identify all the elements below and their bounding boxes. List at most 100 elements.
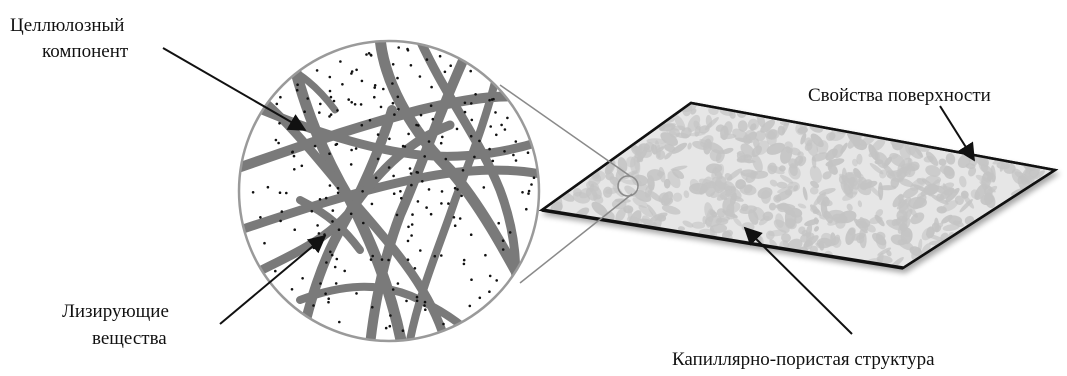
particle-dot (361, 80, 364, 83)
particle-dot (337, 187, 340, 190)
particle-dot (410, 184, 413, 187)
particle-dot (371, 306, 374, 309)
particle-dot (259, 216, 262, 219)
particle-dot (324, 292, 327, 295)
particle-dot (338, 228, 341, 231)
particle-dot (419, 75, 422, 78)
particle-dot (319, 103, 322, 106)
particle-dot (430, 213, 433, 216)
particle-dot (331, 220, 334, 223)
particle-dot (347, 98, 350, 101)
particle-dot (430, 104, 433, 107)
particle-dot (334, 266, 337, 269)
particle-dot (388, 166, 391, 169)
particle-dot (296, 83, 299, 86)
particle-dot (312, 304, 315, 307)
particle-dot (293, 168, 296, 171)
particle-dot (434, 255, 437, 258)
particle-dot (459, 217, 462, 220)
particle-dot (512, 154, 515, 157)
particle-dot (502, 239, 505, 242)
particle-dot (328, 152, 331, 155)
lysing-label-line1: Лизирующие (62, 301, 169, 322)
particle-dot (371, 203, 374, 206)
particle-dot (483, 186, 486, 189)
particle-dot (426, 58, 429, 61)
particle-dot (396, 77, 399, 80)
particle-dot (454, 187, 457, 190)
particle-dot (350, 101, 353, 104)
particle-dot (407, 133, 410, 136)
particle-dot (449, 64, 452, 67)
particle-dot (533, 176, 536, 179)
particle-dot (397, 46, 400, 49)
particle-dot (389, 325, 392, 328)
particle-dot (530, 183, 533, 186)
particle-dot (311, 210, 314, 213)
particle-dot (350, 149, 353, 152)
particle-dot (350, 163, 353, 166)
particle-dot (382, 88, 385, 91)
particle-dot (350, 213, 353, 216)
particle-dot (336, 258, 339, 261)
particle-dot (318, 232, 321, 235)
particle-dot (355, 69, 358, 72)
particle-dot (415, 124, 418, 127)
particle-dot (397, 96, 400, 99)
particle-dot (463, 259, 466, 262)
particle-dot (388, 138, 391, 141)
particle-dot (377, 158, 380, 161)
particle-dot (391, 82, 394, 85)
particle-dot (393, 113, 396, 116)
capillary-label: Капиллярно-пористая структура (672, 349, 935, 370)
particle-dot (407, 226, 410, 229)
particle-dot (281, 210, 284, 213)
particle-dot (407, 240, 410, 243)
particle-dot (291, 151, 294, 154)
particle-dot (361, 124, 364, 127)
particle-dot (527, 151, 530, 154)
particle-dot (525, 208, 528, 211)
particle-dot (463, 263, 466, 266)
particle-dot (424, 308, 427, 311)
particle-dot (392, 102, 395, 105)
particle-dot (355, 147, 358, 150)
particle-dot (456, 128, 459, 131)
particle-dot (444, 71, 447, 74)
particle-dot (423, 155, 426, 158)
particle-dot (473, 156, 476, 159)
particle-dot (447, 202, 450, 205)
particle-dot (341, 83, 344, 86)
particle-dot (275, 139, 278, 142)
particle-dot (464, 102, 467, 105)
particle-dot (392, 175, 395, 178)
particle-dot (416, 171, 419, 174)
particle-dot (351, 70, 354, 73)
particle-dot (336, 143, 339, 146)
particle-dot (462, 169, 465, 172)
particle-dot (464, 111, 467, 114)
particle-dot (328, 115, 331, 118)
particle-dot (489, 275, 492, 278)
particle-dot (369, 119, 372, 122)
particle-dot (380, 106, 383, 109)
particle-dot (293, 228, 296, 231)
particle-dot (392, 63, 395, 66)
particle-dot (332, 209, 335, 212)
particle-dot (432, 118, 435, 121)
particle-dot (263, 242, 266, 245)
particle-dot (370, 258, 373, 261)
particle-dot (405, 300, 408, 303)
particle-dot (339, 60, 342, 63)
cellulose-label-line1: Целлюлозный (10, 15, 124, 36)
particle-dot (492, 98, 495, 101)
particle-dot (417, 200, 420, 203)
particle-dot (425, 206, 428, 209)
particle-dot (374, 84, 377, 87)
particle-dot (361, 190, 364, 193)
particle-dot (409, 167, 412, 170)
particle-dot (494, 111, 497, 114)
particle-dot (470, 233, 473, 236)
particle-dot (279, 191, 282, 194)
